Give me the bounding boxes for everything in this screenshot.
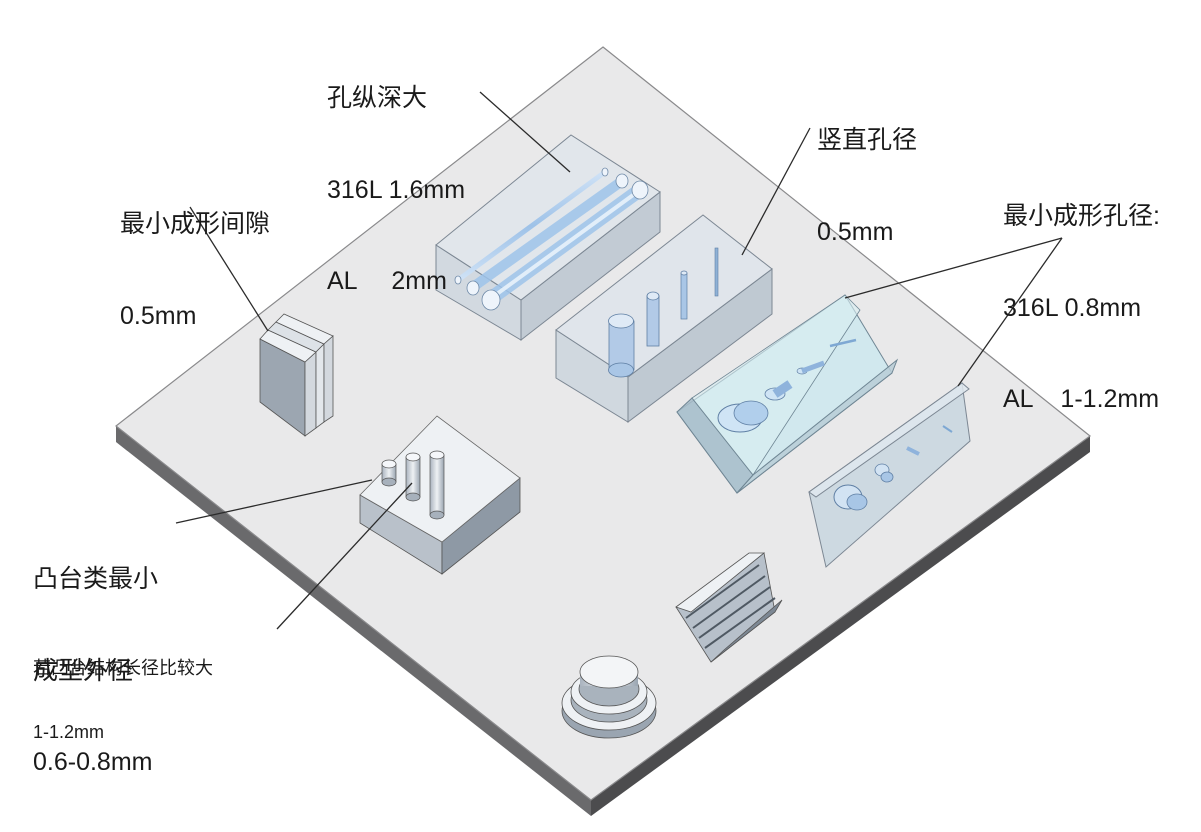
vertical-hole-block	[555, 214, 773, 423]
label-min-hole-title: 最小成形孔径:	[1003, 202, 1160, 230]
build-plate	[115, 46, 1091, 816]
label-boss-title-1: 凸台类最小	[33, 565, 159, 593]
label-boss-value: 0.6-0.8mm	[33, 748, 153, 776]
label-boss-long-value: 1-1.2mm	[33, 722, 105, 743]
label-vertical-hole-value: 0.5mm	[817, 217, 894, 246]
label-hole-depth-al: AL 2mm	[327, 267, 447, 295]
boss-pin-medium	[405, 452, 421, 502]
deep-hole-block	[435, 134, 661, 342]
label-min-gap-value: 0.5mm	[120, 301, 197, 330]
boss-pin-tall	[429, 450, 445, 520]
leader-boss-a	[175, 479, 373, 524]
label-vertical-hole-title: 竖直孔径	[817, 126, 918, 154]
stepped-rail	[675, 552, 783, 663]
boss-pin-small	[381, 459, 397, 487]
stepped-round-boss	[561, 655, 657, 739]
label-boss-long-text: 若凸台结构长径比较大	[33, 658, 213, 679]
min-gap-plates	[259, 313, 334, 437]
leader-lines	[175, 91, 1063, 630]
label-hole-depth: 孔纵深大 316L 1.6mm AL 2mm	[327, 22, 465, 327]
label-boss-long: 若凸台结构长径比较大 1-1.2mm	[33, 616, 213, 765]
angled-hole-slab	[808, 382, 971, 568]
plate-side-left	[116, 426, 591, 816]
label-hole-depth-316l: 316L 1.6mm	[327, 175, 466, 204]
plate-top	[115, 46, 1091, 801]
label-boss-title-2: 成型外径	[33, 656, 134, 685]
label-min-gap: 最小成形间隙 0.5mm	[120, 148, 270, 362]
leader-boss-b	[276, 482, 413, 630]
leader-hole-depth	[479, 91, 571, 173]
label-min-gap-title: 最小成形间隙	[120, 210, 271, 238]
label-min-hole-316l: 316L 0.8mm	[1003, 293, 1142, 322]
label-boss: 凸台类最小 成型外径 0.6-0.8mm	[33, 503, 158, 808]
label-min-hole-al: AL 1-1.2mm	[1003, 385, 1160, 413]
label-vertical-hole: 竖直孔径 0.5mm	[817, 64, 917, 278]
label-min-hole: 最小成形孔径: 316L 0.8mm AL 1-1.2mm	[1003, 140, 1160, 445]
boss-block	[359, 415, 521, 575]
inclined-hole-block	[676, 294, 899, 494]
plate-side-right	[591, 436, 1090, 816]
leader-min-hole-b	[957, 237, 1063, 387]
leader-vertical-hole	[741, 127, 811, 256]
leader-min-hole-a	[844, 237, 1063, 299]
label-hole-depth-title: 孔纵深大	[327, 84, 428, 112]
leader-min-gap	[189, 206, 269, 332]
